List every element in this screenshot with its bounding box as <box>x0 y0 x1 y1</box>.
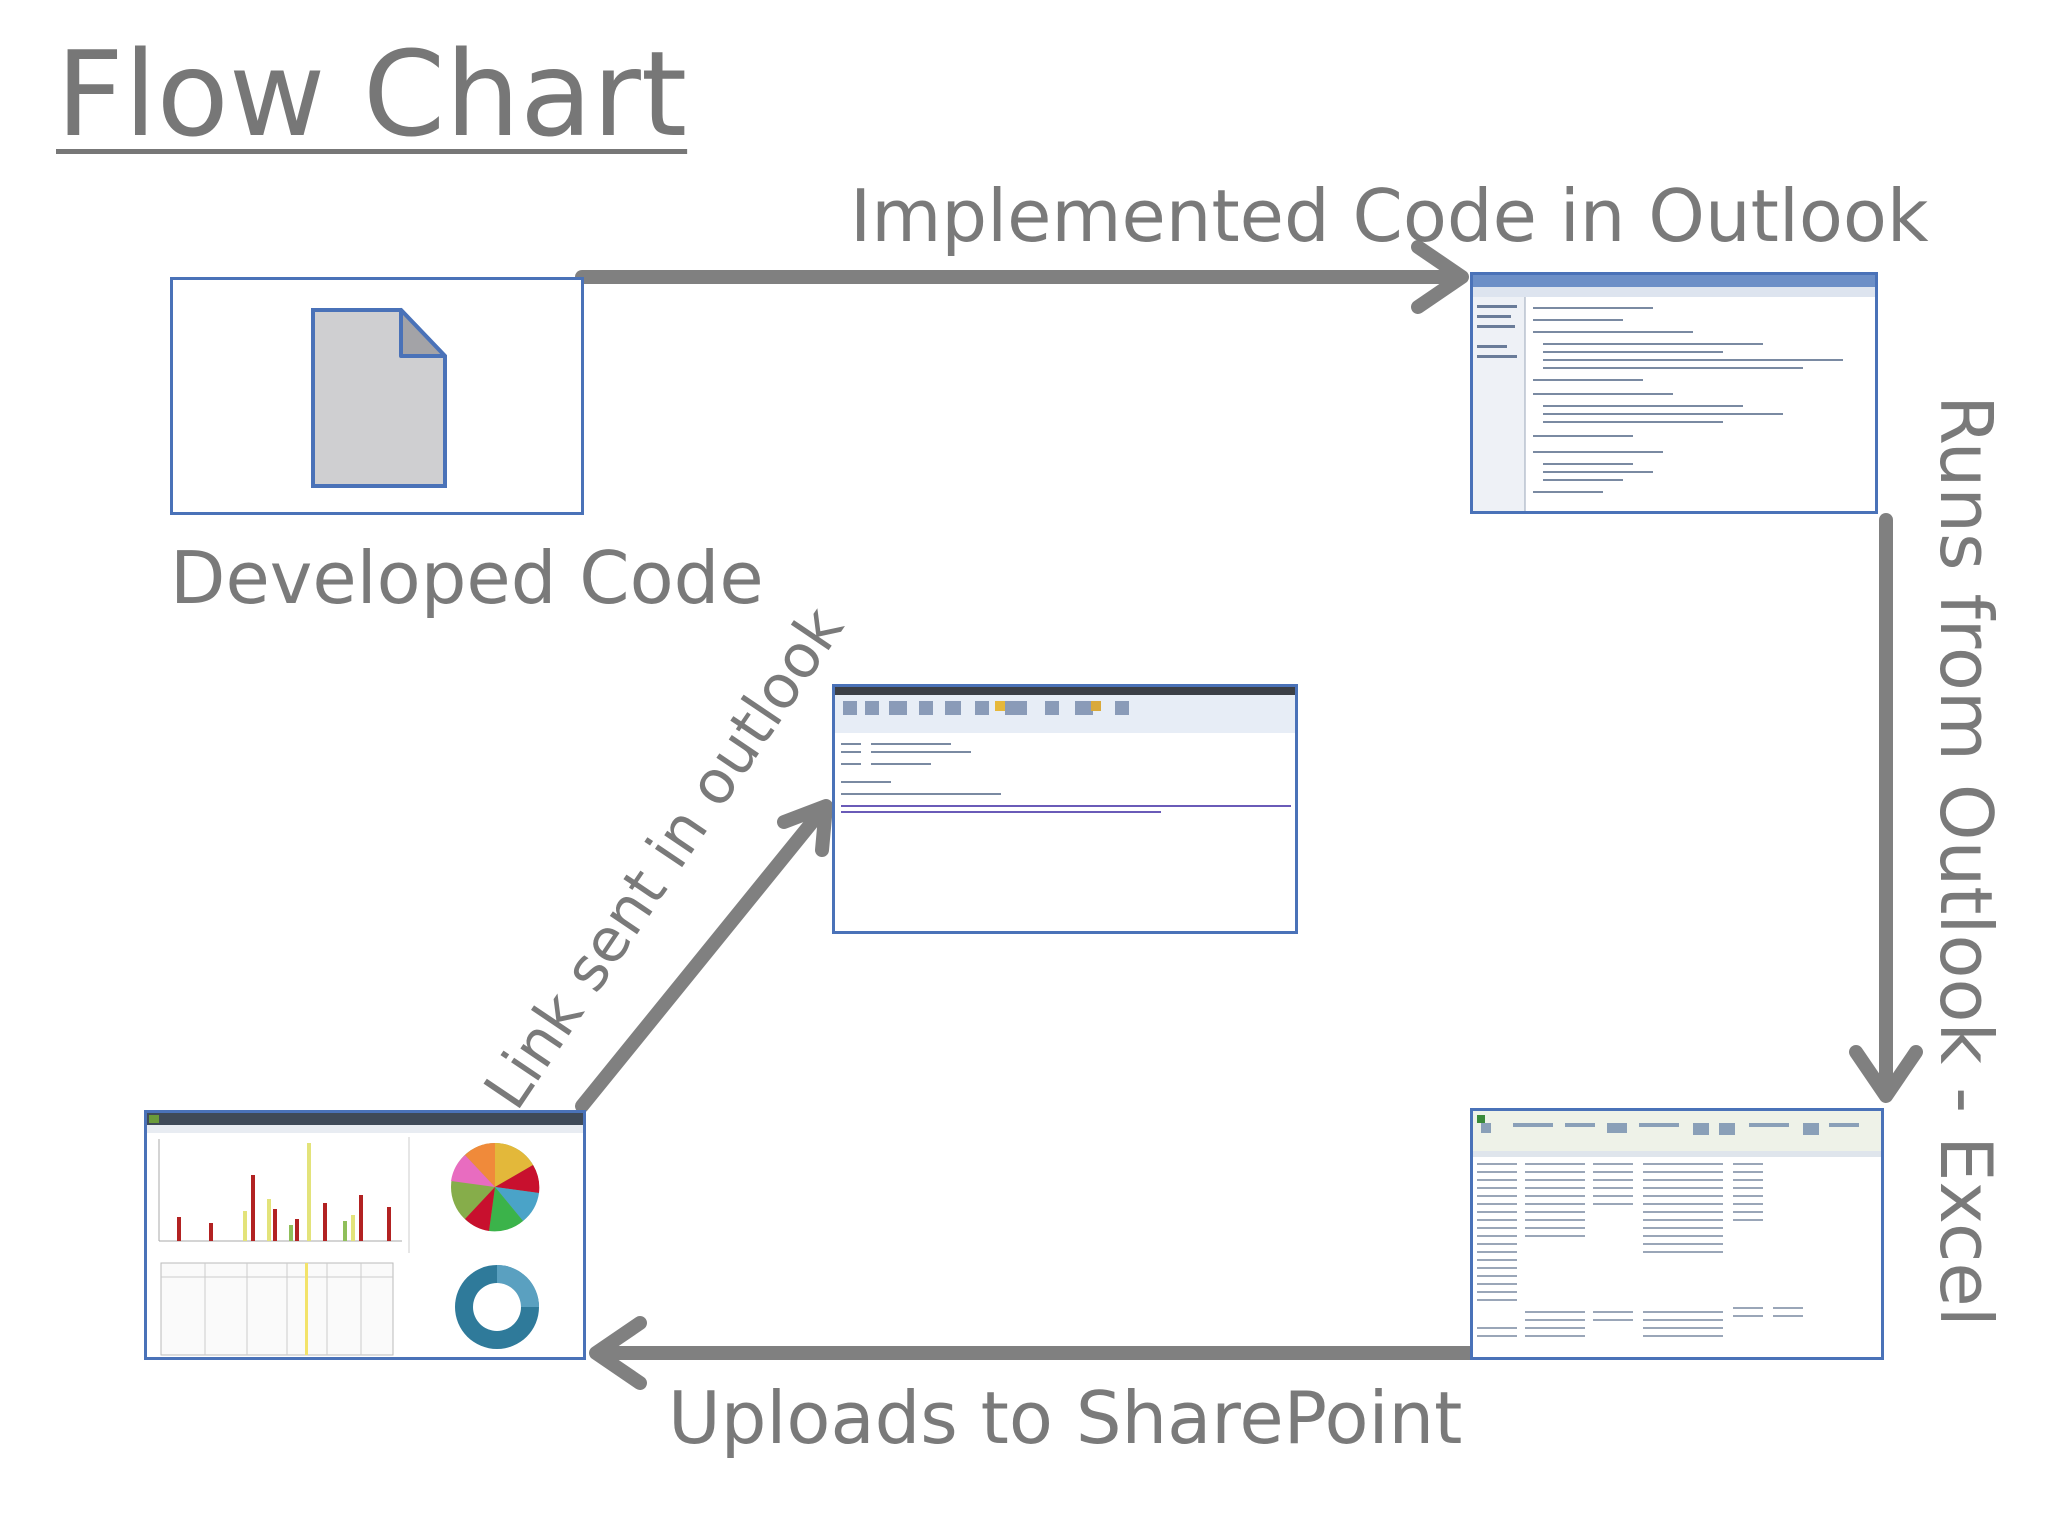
sharepoint-dashboard-screenshot <box>144 1110 586 1360</box>
arrow-link-sent <box>575 803 829 1113</box>
page-title: Flow Chart <box>56 25 688 163</box>
arrowhead-link-sent <box>777 799 833 857</box>
vba-editor-screenshot <box>1470 272 1878 514</box>
arrowhead-implemented <box>1411 240 1469 314</box>
document-icon <box>311 308 447 488</box>
arrowhead-runs-from <box>1849 1045 1923 1103</box>
arrowhead-uploads <box>589 1316 647 1390</box>
edge-label-uploads: Uploads to SharePoint <box>668 1376 1463 1460</box>
excel-screenshot <box>1470 1108 1884 1360</box>
developed-code-box <box>170 277 584 515</box>
edge-label-runs-from: Runs from Outlook - Excel <box>1924 395 2008 1327</box>
developed-code-label: Developed Code <box>170 536 764 620</box>
edge-label-implemented: Implemented Code in Outlook <box>850 174 1929 258</box>
outlook-email-screenshot <box>832 684 1298 934</box>
